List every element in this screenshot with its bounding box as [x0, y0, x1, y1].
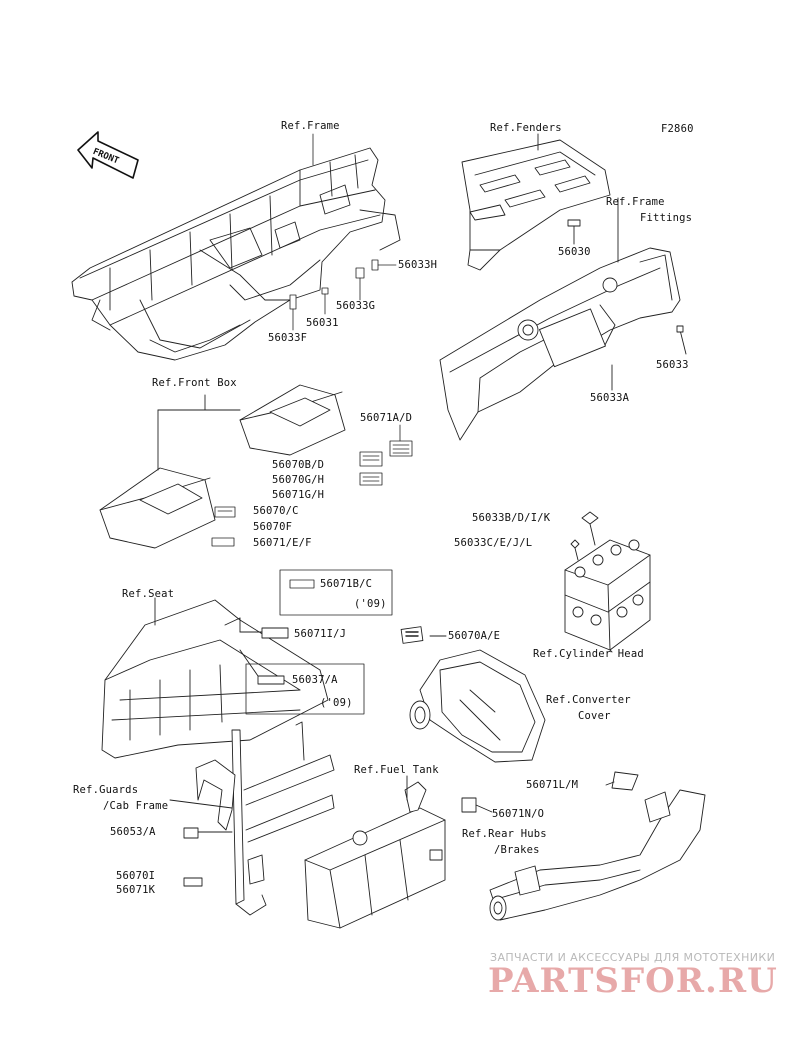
ref-frame-fittings-2: Fittings — [640, 212, 693, 224]
guards-drawing — [169, 721, 335, 916]
diagram-code: F2860 — [661, 123, 694, 135]
part-56037-A: 56037/A — [292, 674, 338, 686]
part-09-b: ('09) — [320, 697, 353, 709]
part-56053-A: 56053/A — [110, 826, 156, 838]
part-56033F: 56033F — [268, 332, 308, 344]
part-56070G-H: 56070G/H — [272, 474, 325, 486]
seat-drawing — [101, 597, 329, 759]
front-box-drawing — [99, 384, 346, 549]
fuel-tank-drawing — [304, 775, 446, 929]
part-56071L-M: 56071L/M — [526, 779, 579, 791]
watermark-tagline: ЗАПЧАСТИ И АКСЕССУАРЫ ДЛЯ МОТОТЕХНИКИ — [490, 951, 776, 964]
part-56071I-J: 56071I/J — [294, 628, 347, 640]
ref-seat: Ref.Seat — [122, 588, 175, 600]
seat-boxes — [245, 569, 393, 715]
converter-cover-drawing — [400, 626, 546, 763]
ref-converter-cover-2: Cover — [578, 710, 611, 722]
part-56033H: 56033H — [398, 259, 438, 271]
part-56070A-E: 56070A/E — [448, 630, 501, 642]
ref-frame: Ref.Frame — [281, 120, 340, 132]
part-56070B-D: 56070B/D — [272, 459, 325, 471]
part-56071E-F: 56071/E/F — [253, 537, 312, 549]
ref-rear-hubs-2: /Brakes — [494, 844, 540, 856]
part-56071N-O: 56071N/O — [492, 808, 545, 820]
part-56033G: 56033G — [336, 300, 376, 312]
part-56071A-D: 56071A/D — [360, 412, 413, 424]
front-box-decals — [211, 424, 413, 547]
part-56031: 56031 — [306, 317, 339, 329]
cylinder-head-drawing — [564, 511, 651, 653]
fenders-drawing — [461, 133, 611, 271]
frame-decal-leaders — [289, 133, 397, 331]
frame-fittings-drawing — [439, 197, 687, 441]
part-56071B-C: 56071B/C — [320, 578, 373, 590]
ref-rear-hubs-1: Ref.Rear Hubs — [462, 828, 547, 840]
rear-hubs-drawing — [461, 771, 706, 921]
part-56033C-E-J-L: 56033C/E/J/L — [454, 537, 533, 549]
ref-converter-cover-1: Ref.Converter — [546, 694, 631, 706]
watermark-logo: PARTSFOR.RU — [488, 961, 778, 1001]
ref-guards-2: /Cab Frame — [103, 800, 169, 812]
ref-fenders: Ref.Fenders — [490, 122, 562, 134]
ref-cylinder-head: Ref.Cylinder Head — [533, 648, 644, 660]
part-56071G-H: 56071G/H — [272, 489, 325, 501]
part-56070C: 56070/C — [253, 505, 299, 517]
part-56070F: 56070F — [253, 521, 293, 533]
frame-drawing — [71, 147, 401, 361]
ref-guards-1: Ref.Guards — [73, 784, 139, 796]
part-56033B-D-I-K: 56033B/D/I/K — [472, 512, 551, 524]
part-56033A: 56033A — [590, 392, 630, 404]
part-09-a: ('09) — [354, 598, 387, 610]
part-56071K: 56071K — [116, 884, 156, 896]
ref-fuel-tank: Ref.Fuel Tank — [354, 764, 439, 776]
ref-front-box: Ref.Front Box — [152, 377, 237, 389]
front-arrow-icon — [77, 131, 139, 179]
part-56070I: 56070I — [116, 870, 156, 882]
ref-frame-fittings-1: Ref.Frame — [606, 196, 665, 208]
part-56033: 56033 — [656, 359, 689, 371]
part-56030: 56030 — [558, 246, 591, 258]
